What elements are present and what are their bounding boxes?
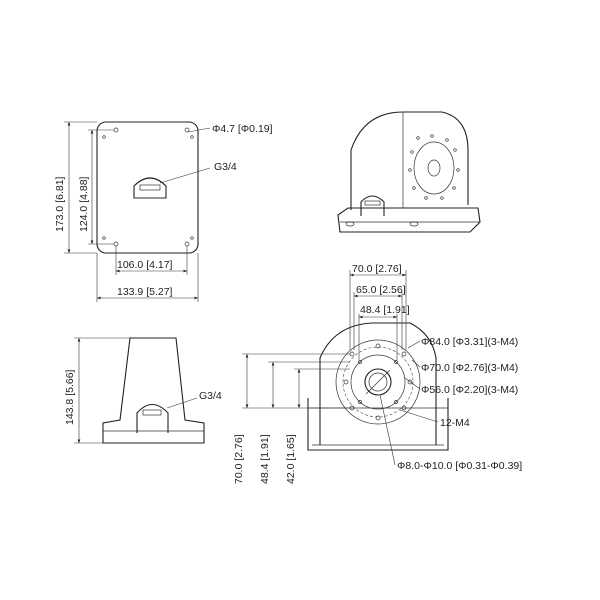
top-width-inner-label: 106.0 [4.17] bbox=[117, 259, 173, 271]
center-hole bbox=[364, 368, 392, 396]
mount-hole bbox=[113, 241, 119, 247]
front-body-outline bbox=[319, 322, 437, 445]
circle-56 bbox=[350, 354, 406, 410]
front-circle-56-label: Φ56.0 [Φ2.20](3-M4) bbox=[421, 384, 518, 396]
front-circle-70-label: Φ70.0 [Φ2.76](3-M4) bbox=[421, 362, 518, 374]
front-width-65-label: 65.0 [2.56] bbox=[356, 284, 406, 296]
top-width-outer-label: 133.9 [5.27] bbox=[117, 286, 173, 298]
front-height-48-label: 48.4 [1.91] bbox=[259, 434, 271, 484]
circle-84 bbox=[335, 339, 421, 425]
mount-hole bbox=[113, 127, 119, 133]
top-view: Φ4.7 [Φ0.19] G3/4 173.0 [6.81] 124.0 [4.… bbox=[54, 121, 273, 302]
mount-hole bbox=[184, 127, 190, 133]
front-width-48-label: 48.4 [1.91] bbox=[360, 304, 410, 316]
circle-70 bbox=[342, 346, 414, 418]
side-view: 143.8 [5.66] G3/4 bbox=[64, 337, 222, 444]
m4-threaded-holes bbox=[343, 343, 413, 421]
front-height-42-label: 42.0 [1.65] bbox=[285, 434, 297, 484]
iso-view bbox=[337, 111, 481, 233]
front-circle-84-label: Φ84.0 [Φ3.31](3-M4) bbox=[421, 336, 518, 348]
top-height-inner-label: 124.0 [4.88] bbox=[78, 176, 90, 232]
conduit-port bbox=[133, 177, 167, 199]
front-width-70-label: 70.0 [2.76] bbox=[352, 263, 402, 275]
front-thread-label: 12-M4 bbox=[440, 417, 470, 429]
iso-top-ring bbox=[413, 141, 455, 195]
mount-hole bbox=[184, 241, 190, 247]
front-view: 70.0 [2.76] 65.0 [2.56] 48.4 [1.91] Φ84.… bbox=[233, 263, 522, 484]
top-hole-label: Φ4.7 [Φ0.19] bbox=[212, 123, 273, 135]
side-view-outline bbox=[102, 337, 205, 444]
top-height-outer-label: 173.0 [6.81] bbox=[54, 176, 66, 232]
iso-body-outline bbox=[350, 111, 469, 210]
front-height-70-label: 70.0 [2.76] bbox=[233, 434, 245, 484]
top-view-outline bbox=[96, 121, 199, 254]
side-conduit-label: G3/4 bbox=[199, 390, 222, 402]
side-conduit-port bbox=[136, 403, 169, 433]
front-hole-label: Φ8.0-Φ10.0 [Φ0.31-Φ0.39] bbox=[397, 460, 522, 472]
side-height-label: 143.8 [5.66] bbox=[64, 369, 76, 425]
top-conduit-label: G3/4 bbox=[214, 161, 237, 173]
iso-conduit-port bbox=[360, 195, 385, 216]
